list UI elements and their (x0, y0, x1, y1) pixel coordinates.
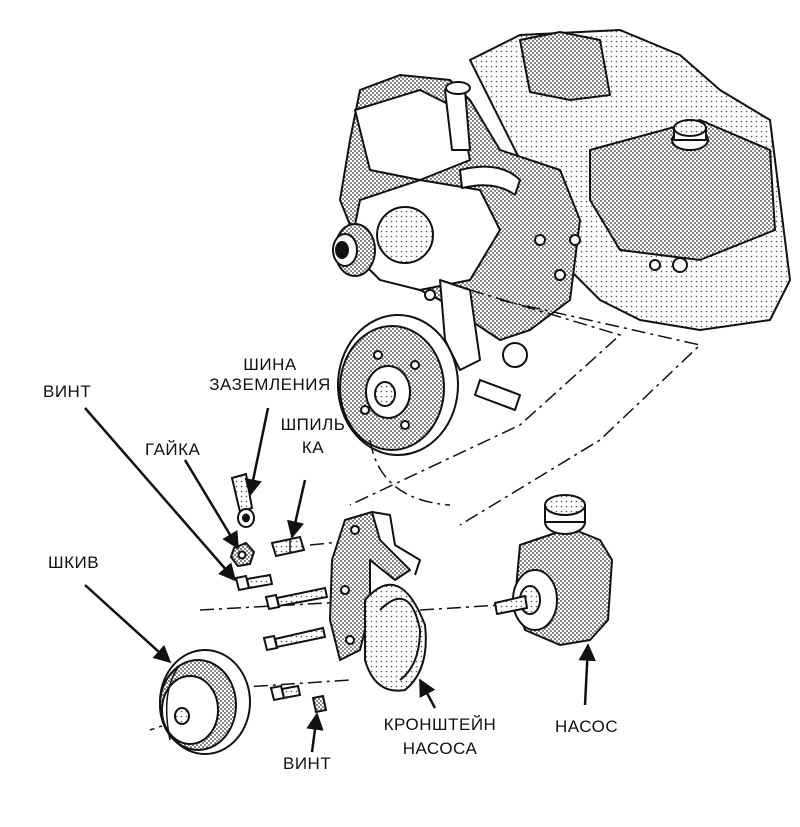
bolt-bottom (311, 694, 328, 714)
crankshaft-pulley (337, 314, 459, 456)
assembly-guide-lines (149, 289, 702, 731)
arrow-pump (578, 643, 596, 706)
arrow-pulley (84, 584, 172, 664)
label-stud-line1: ШПИЛЬ (280, 415, 346, 434)
bolt-short (269, 684, 302, 702)
label-pump: НАСОС (555, 717, 619, 736)
pulley-part (159, 649, 251, 755)
arrow-screw-bottom (306, 712, 324, 753)
pump-bracket-part (329, 511, 427, 692)
callout-arrows (84, 407, 596, 753)
steering-pump-part (494, 494, 613, 646)
arrow-bus (244, 407, 270, 497)
label-nut: ГАЙКА (145, 440, 201, 459)
label-bracket-line2: НАСОСА (402, 739, 478, 758)
stud-part (270, 535, 306, 558)
label-grounding-bus-line1: ШИНА (243, 355, 297, 374)
label-bracket-line1: КРОНШТЕЙН (383, 715, 497, 734)
arrow-stud (286, 479, 307, 539)
label-stud-line2: КА (301, 438, 325, 457)
label-stud: ШПИЛЬ КА (268, 415, 358, 458)
label-screw-bottom: ВИНТ (283, 754, 332, 773)
label-bracket: КРОНШТЕЙН НАСОСА (370, 715, 510, 759)
arrow-bracket (418, 678, 437, 709)
label-grounding-bus-line2: ЗАЗЕМЛЕНИЯ (209, 375, 331, 394)
bolt-long-1 (264, 586, 329, 611)
nut-part (229, 541, 256, 568)
arrow-screw-top (84, 407, 237, 582)
label-grounding-bus: ШИНА ЗАЗЕМЛЕНИЯ (190, 355, 350, 395)
arrow-nut (183, 459, 240, 550)
bolt-upper (234, 573, 274, 592)
bolts-group (234, 573, 329, 714)
label-pulley: ШКИВ (48, 553, 100, 572)
bolt-long-2 (262, 626, 327, 652)
engine-block (332, 29, 791, 411)
label-screw-top: ВИНТ (43, 382, 92, 401)
grounding-bus-part (230, 472, 255, 528)
